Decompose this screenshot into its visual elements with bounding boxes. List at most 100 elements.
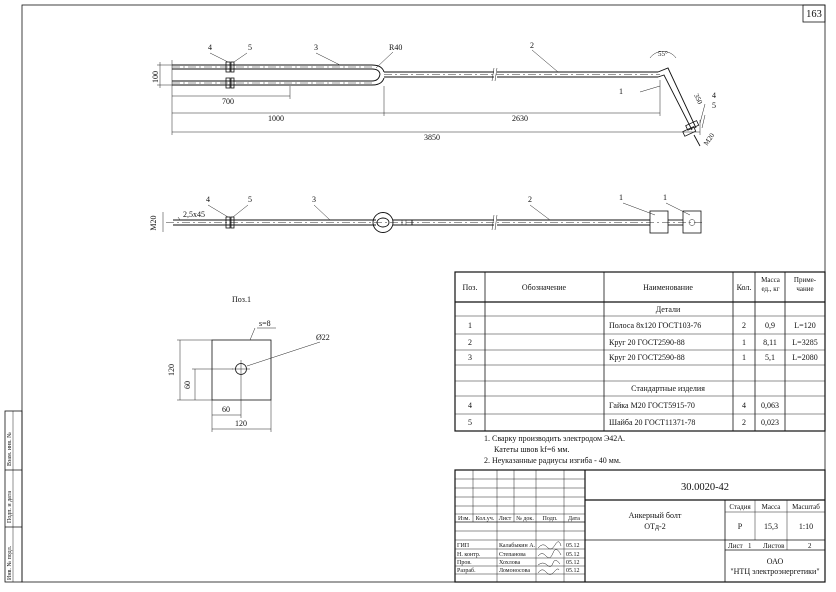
scale-value: 1:10 — [799, 522, 813, 531]
svg-text:1: 1 — [742, 338, 746, 347]
org-line-1: ОАО — [767, 557, 784, 566]
stage-label: Стадия — [729, 503, 751, 511]
sheet-frame — [21, 4, 826, 583]
mass-label: Масса — [762, 503, 782, 511]
svg-text:Шайба 20 ГОСТ11371-78: Шайба 20 ГОСТ11371-78 — [609, 418, 695, 427]
note-1-cont: Катеты швов kf=6 мм. — [494, 445, 569, 454]
dim-3850: 3850 — [424, 133, 440, 142]
svg-text:5: 5 — [468, 418, 472, 427]
svg-text:2: 2 — [742, 418, 746, 427]
th-designation: Обозначение — [522, 283, 567, 292]
role-gip: ГИП — [457, 543, 470, 549]
date-prov: 05.12 — [566, 560, 580, 566]
svg-text:Круг 20 ГОСТ2590-88: Круг 20 ГОСТ2590-88 — [609, 353, 685, 362]
table-row: 4 Гайка М20 ГОСТ5915-70 4 0,063 — [468, 401, 779, 410]
col-list: Лист — [499, 516, 512, 522]
svg-text:5,1: 5,1 — [765, 353, 775, 362]
note-1: 1. Сварку производить электродом Э42А. — [484, 434, 625, 443]
org-line-2: "НТЦ электроэнергетики" — [730, 567, 819, 576]
plate-dim-h60: 60 — [183, 381, 192, 389]
doc-code: 30.0020-42 — [681, 482, 729, 493]
top-view — [157, 49, 706, 147]
name-prov: Хохлова — [499, 560, 521, 566]
side-view — [162, 202, 704, 234]
table-row: 1 Полоса 8х120 ГОСТ103-76 2 0,9 L=120 — [468, 321, 816, 330]
svg-text:L=120: L=120 — [794, 321, 815, 330]
svg-text:4: 4 — [468, 401, 472, 410]
th-pos: Поз. — [463, 283, 478, 292]
scale-label: Масштаб — [792, 503, 820, 511]
col-doc: № док. — [516, 516, 534, 522]
section-standard: Стандартные изделия — [631, 384, 705, 393]
radius-label: R40 — [389, 43, 402, 52]
item-name-2: ОТд-2 — [644, 522, 665, 531]
svg-text:3: 3 — [468, 353, 472, 362]
pos-5-top-b: 5 — [712, 101, 716, 110]
sheets-label: Листов — [763, 542, 785, 550]
side-stamp: Взам. инв. № Подп. и дата Инв. № подл. — [4, 410, 23, 583]
pos-4-side: 4 — [206, 195, 210, 204]
name-razrab: Ломоносова — [499, 568, 530, 574]
table-row: 2 Круг 20 ГОСТ2590-88 1 8,11 L=3285 — [468, 338, 818, 347]
th-note: Приме- чание — [794, 276, 816, 293]
chamfer-label: 2,5x45 — [183, 210, 205, 219]
pos-4-top: 4 — [208, 43, 212, 52]
sheet-label: Лист — [728, 542, 743, 550]
svg-text:0,9: 0,9 — [765, 321, 775, 330]
svg-text:Круг 20 ГОСТ2590-88: Круг 20 ГОСТ2590-88 — [609, 338, 685, 347]
sheets-value: 2 — [808, 542, 812, 550]
svg-text:0,023: 0,023 — [761, 418, 779, 427]
svg-text:4: 4 — [742, 401, 746, 410]
sheet-number: 163 — [806, 9, 822, 20]
svg-text:L=3285: L=3285 — [792, 338, 817, 347]
note-2: 2. Неуказанные радиусы изгиба - 40 мм. — [484, 456, 621, 465]
sheet-value: 1 — [748, 542, 752, 550]
role-razrab: Разраб. — [457, 567, 476, 574]
svg-text:2: 2 — [468, 338, 472, 347]
th-name: Наименование — [643, 283, 693, 292]
pos-5-top: 5 — [248, 43, 252, 52]
plate-dim-w60: 60 — [222, 405, 230, 414]
role-nkontr: Н. контр. — [457, 552, 481, 558]
angle-label: 55° — [658, 50, 668, 58]
stamp-inv-orig: Инв. № подл. — [7, 545, 13, 580]
pos-1-side-a: 1 — [619, 193, 623, 202]
role-prov: Пров. — [457, 560, 472, 566]
plate-hole: Ø22 — [316, 333, 330, 342]
dim-350: 350 — [692, 92, 704, 105]
date-razrab: 05.12 — [566, 568, 580, 574]
th-mass: Масса ед., кг — [761, 276, 780, 293]
dim-100: 100 — [151, 71, 160, 83]
spec-table-grid — [454, 271, 826, 432]
name-nkontr: Степанова — [499, 552, 526, 558]
plate-thickness: s=8 — [259, 319, 271, 328]
col-date: Дата — [568, 516, 580, 522]
svg-text:L=2080: L=2080 — [792, 353, 817, 362]
svg-text:1: 1 — [468, 321, 472, 330]
dim-700: 700 — [222, 97, 234, 106]
table-row: 3 Круг 20 ГОСТ2590-88 1 5,1 L=2080 — [468, 353, 818, 362]
svg-text:0,063: 0,063 — [761, 401, 779, 410]
pos-1-side-b: 1 — [663, 193, 667, 202]
pos-3-side: 3 — [312, 195, 316, 204]
stamp-replace-inv: Взам. инв. № — [7, 432, 13, 466]
title-block-grid — [454, 469, 826, 583]
svg-text:Полоса 8х120 ГОСТ103-76: Полоса 8х120 ГОСТ103-76 — [609, 321, 701, 330]
svg-text:2: 2 — [742, 321, 746, 330]
date-nkontr: 05.12 — [566, 552, 580, 558]
table-row: 5 Шайба 20 ГОСТ11371-78 2 0,023 — [468, 418, 779, 427]
thread-top: M20 — [702, 131, 716, 147]
plate-dim-h120: 120 — [167, 364, 176, 376]
pos-5-side: 5 — [248, 195, 252, 204]
col-sign: Подп. — [543, 516, 558, 522]
stage-value: Р — [738, 522, 743, 531]
svg-text:8,11: 8,11 — [763, 338, 777, 347]
pos-3-top: 3 — [314, 43, 318, 52]
plate-title: Поз.1 — [232, 295, 251, 304]
pos-2-side: 2 — [528, 195, 532, 204]
th-qty: Кол. — [737, 283, 752, 292]
thread-side: M20 — [149, 215, 158, 230]
stamp-sign-date: Подп. и дата — [7, 491, 13, 523]
pos-1-top: 1 — [619, 87, 623, 96]
